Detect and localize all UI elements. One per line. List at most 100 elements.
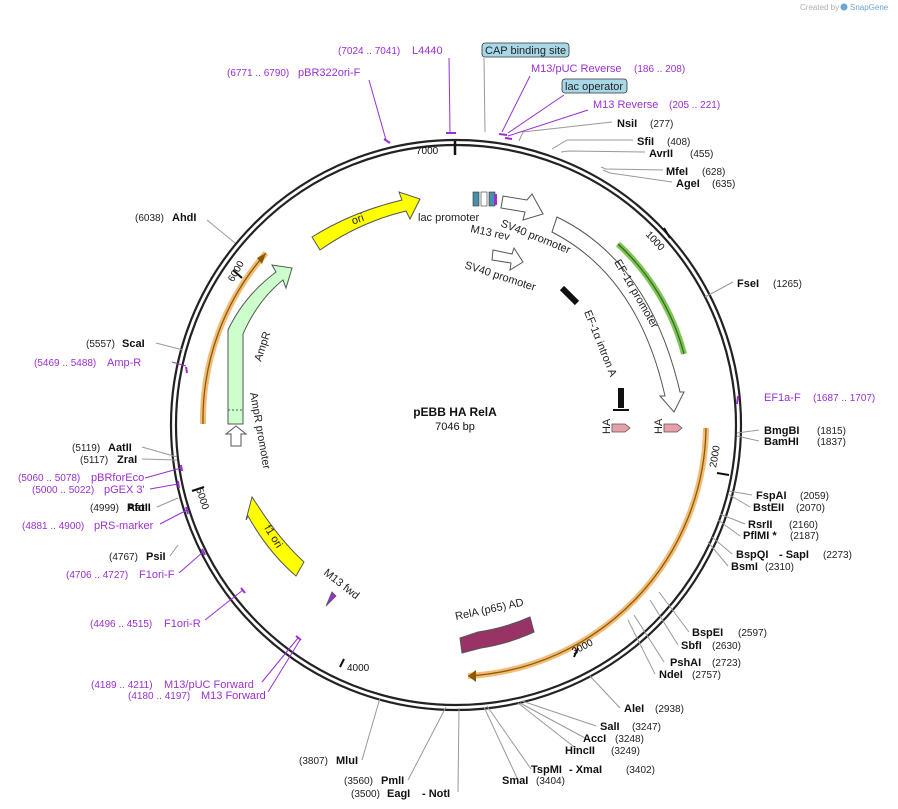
enz-ndei-pos: (2757) — [692, 670, 721, 681]
leader-zrai — [141, 458, 178, 461]
primer-f1ori-r: F1ori-R — [164, 618, 201, 630]
primer-leader-l4440 — [448, 57, 451, 133]
enz-smai: SmaI — [502, 775, 528, 787]
enz-psii-pos: (4767) — [109, 552, 138, 563]
leader-pmli — [457, 707, 460, 793]
primer-leader-m13puc-rev — [501, 75, 531, 133]
tick-5000 — [191, 486, 205, 492]
enz-nsii-pos: (277) — [650, 119, 673, 130]
leader-bsteii — [727, 493, 751, 508]
primer-mark-pbrforeco — [180, 464, 183, 472]
primer-m13-rev: M13 Reverse — [593, 99, 658, 111]
primer-leader-f1ori-r — [204, 589, 244, 621]
enz-agei-pos: (635) — [712, 179, 735, 190]
lac-promoter-feature — [480, 191, 488, 207]
primer-leader-lines — [144, 57, 589, 693]
leader-pshai — [633, 614, 665, 663]
leader-bamhi — [736, 435, 760, 442]
enz-eagi-pos: (3500) — [351, 789, 380, 800]
primer-m13puc-fwd: M13/pUC Forward — [164, 679, 254, 691]
tick-label-5000: 5000 — [193, 487, 210, 512]
primer-pbr322-pos: (6771 .. 6790) — [227, 68, 289, 79]
primer-pgex: pGEX 3' — [104, 484, 145, 496]
orf-ampr-arrow — [257, 253, 266, 264]
leader-pflmi — [717, 519, 741, 537]
enz-bsmi: BsmI — [731, 561, 758, 573]
enz-bspqi-pos: (2273) — [823, 550, 852, 561]
primer-leader-pbr322 — [368, 79, 387, 141]
enz-psii: PsiI — [146, 551, 166, 563]
ha-1-feature — [611, 423, 631, 433]
enz-pmli: PmlI — [381, 775, 404, 787]
enz-sali: SalI — [600, 721, 620, 733]
enz-fspai-pos: (2059) — [800, 491, 829, 502]
tick-1000 — [663, 227, 671, 239]
enz-aatii: AatII — [108, 442, 132, 454]
enz-hincii-pos: (3249) — [611, 746, 640, 757]
leader-bmgbi — [736, 429, 760, 434]
enz-sfii: SfiI — [637, 136, 654, 148]
orf-rela-line — [467, 427, 707, 677]
enz-bspei: BspEI — [692, 627, 723, 639]
enz-aatii-pos: (5119) — [72, 443, 100, 454]
leader-aatii — [141, 446, 178, 458]
primer-m13-fwd: M13 Forward — [201, 690, 266, 702]
tick-6000 — [232, 269, 243, 279]
m13-fwd-feature — [325, 591, 337, 607]
cap-binding-site-label: CAP binding site — [485, 45, 566, 57]
enz-agei: AgeI — [676, 178, 700, 190]
enz-bspei-pos: (2597) — [738, 628, 767, 639]
enz-smai-pos: (3404) — [536, 776, 565, 787]
primer-mark-f1ori-f — [201, 548, 206, 556]
enz-bsteii: BstEII — [753, 502, 784, 514]
enz-bamhi: BamHI — [764, 436, 799, 448]
tick-3000 — [573, 647, 579, 658]
enz-pflmi-pos: (2187) — [790, 531, 819, 542]
enz-bspqi: BspQI — [736, 549, 768, 561]
leader-agei — [602, 169, 673, 183]
primer-labels: (7024 .. 7041) L4440 (6771 .. 6790) pBR3… — [18, 45, 875, 702]
ampr-promoter-feature — [224, 425, 248, 447]
m13-fwd-label: M13 fwd — [321, 567, 361, 602]
ef1a-promoter-feature — [551, 216, 685, 413]
primer-m13puc-rev-pos: (186 .. 208) — [634, 64, 685, 75]
ha-1-label: HA — [601, 418, 613, 434]
tick-label-4000: 4000 — [347, 663, 370, 674]
lac-promoter-label: lac promoter — [418, 212, 479, 224]
enz-mfei: MfeI — [666, 166, 688, 178]
enz-mlui: MluI — [336, 755, 358, 767]
enz-pfoi-name: PfoI — [127, 502, 148, 514]
ef1a-intron-label: EF-1α intron A — [581, 309, 619, 380]
primer-f1ori-r-pos: (4496 .. 4515) — [90, 619, 152, 630]
enz-pshai: PshAI — [670, 657, 701, 669]
primer-mark-ef1a — [736, 395, 739, 405]
ampr-promoter-label: AmpR promoter — [247, 391, 272, 470]
leader-sali — [521, 700, 597, 727]
enz-sbfi: SbfI — [681, 640, 702, 652]
primer-pbrforeco-pos: (5060 .. 5078) — [18, 473, 80, 484]
ha-2-feature — [663, 423, 683, 433]
enz-fspai: FspAI — [756, 490, 787, 502]
enz-mfei-pos: (628) — [702, 167, 725, 178]
tick-label-1000: 1000 — [643, 229, 667, 253]
enz-ndei: NdeI — [659, 669, 683, 681]
ampr-feature — [227, 264, 293, 425]
rela-ad-feature — [459, 616, 535, 654]
primer-m13puc-fwd-pos: (4189 .. 4211) — [91, 680, 153, 691]
leader-eagi — [407, 706, 447, 781]
enz-acci-pos: (3248) — [615, 734, 644, 745]
enz-nsii: NsiI — [617, 118, 637, 130]
orf-ampr-line — [202, 252, 267, 425]
enz-pfoi-pos: (4999) — [90, 503, 119, 514]
primer-f1ori-f: F1ori-F — [139, 569, 175, 581]
snapgene-logo-icon — [840, 3, 848, 11]
primer-mark-pbr322 — [383, 138, 391, 144]
enz-pfoi: AatII — [127, 502, 151, 514]
primer-leader-m13-rev — [507, 109, 589, 137]
tick-label-7000: 7000 — [416, 146, 439, 157]
backbone-outer — [169, 138, 743, 712]
leader-bsmi — [707, 541, 729, 567]
enz-sfii-pos: (408) — [667, 137, 690, 148]
enz-rsrii-pos: (2160) — [789, 520, 818, 531]
leader-bspqi — [711, 536, 733, 555]
